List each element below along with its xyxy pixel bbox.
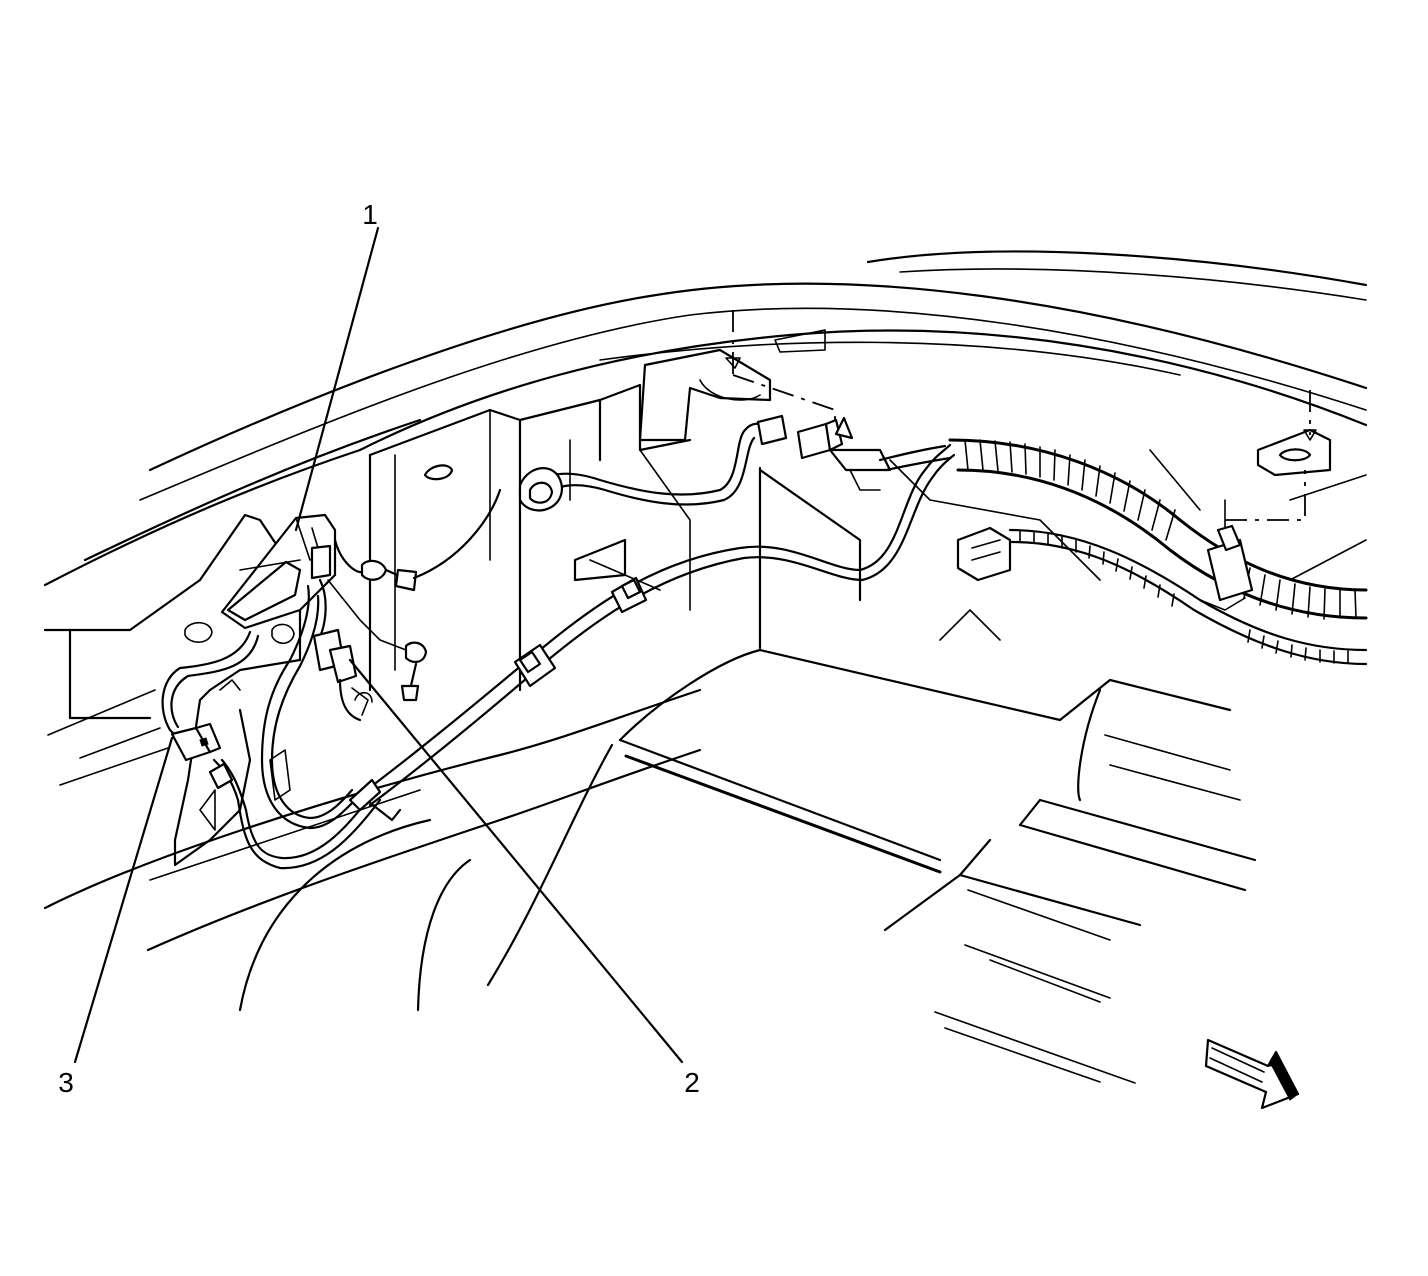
vehicle-body-outline <box>43 250 1368 1084</box>
callout-1: 1 <box>362 199 378 230</box>
control-module <box>220 513 337 630</box>
module-bracket <box>173 513 302 867</box>
front-direction-arrow-icon <box>1204 1038 1300 1110</box>
callout-leaders <box>73 226 684 1064</box>
fastener-alignment-lines <box>725 310 1317 521</box>
callout-2: 2 <box>684 1067 700 1098</box>
wiring-harness <box>161 414 956 870</box>
callout-3: 3 <box>58 1067 74 1098</box>
conduit-harness <box>948 438 1368 666</box>
